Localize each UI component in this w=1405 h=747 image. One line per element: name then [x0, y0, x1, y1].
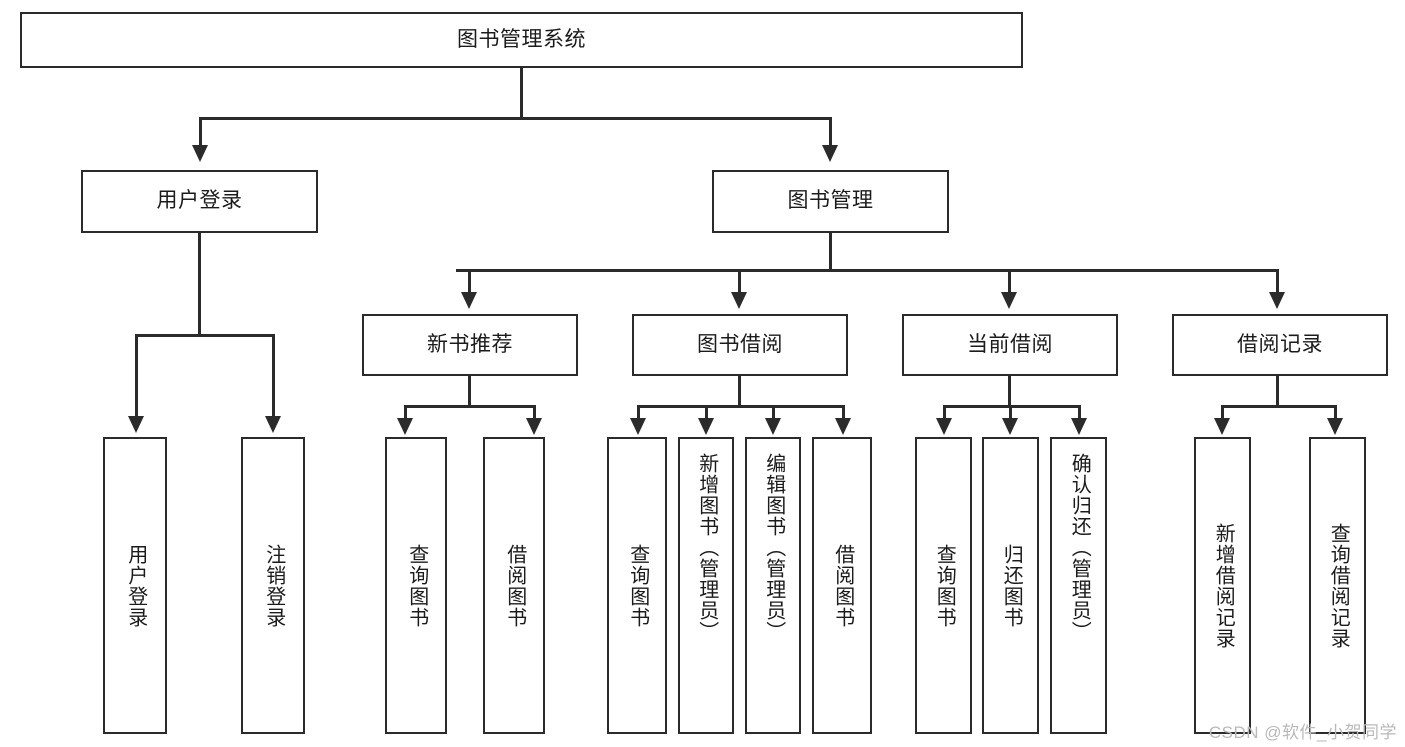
arrowhead-leaf-borrow-book-1 [526, 418, 542, 435]
arrowhead-leaf-add-book [698, 418, 714, 435]
edge-borrow-record-rail [1221, 405, 1336, 408]
arrowhead-leaf-query-book-2 [630, 418, 646, 435]
node-leaf-borrow-book-1[interactable]: 借阅图书 [483, 437, 545, 734]
arrowhead-borrow-record [1269, 292, 1285, 309]
arrowhead-book-manage [822, 145, 838, 162]
node-root[interactable]: 图书管理系统 [20, 12, 1023, 68]
node-leaf-borrow-book-2[interactable]: 借阅图书 [812, 437, 872, 734]
edge-book-manage-to-book-borrow [738, 269, 741, 294]
node-leaf-logout[interactable]: 注销登录 [241, 437, 305, 734]
node-book-manage-label: 图书管理 [787, 189, 874, 213]
edge-user-login-rail [135, 334, 274, 337]
node-leaf-edit-book-label: 编辑图书（管理员） [762, 453, 785, 642]
node-leaf-return-book-label: 归还图书 [1000, 543, 1023, 628]
node-leaf-query-record-label: 查询借阅记录 [1327, 522, 1350, 649]
node-leaf-logout-label: 注销登录 [262, 543, 285, 628]
edge-root-rail [199, 117, 831, 120]
node-new-book-rec[interactable]: 新书推荐 [362, 314, 578, 376]
arrowhead-leaf-user-login [128, 416, 144, 433]
arrowhead-new-book-rec [461, 292, 477, 309]
node-new-book-rec-label: 新书推荐 [427, 332, 513, 356]
node-leaf-query-book-3-label: 查询图书 [933, 543, 956, 628]
node-leaf-add-book[interactable]: 新增图书（管理员） [678, 437, 734, 734]
node-leaf-add-book-label: 新增图书（管理员） [695, 453, 718, 642]
edge-book-manage-to-new-book-rec [468, 269, 471, 294]
arrowhead-leaf-query-book-3 [936, 418, 952, 435]
edge-book-manage-to-borrow-record [1276, 269, 1279, 294]
edge-book-borrow-to-borrow-book [842, 405, 845, 420]
node-borrow-record[interactable]: 借阅记录 [1172, 314, 1388, 376]
edge-new-book-rec-to-query-book [404, 405, 407, 420]
node-leaf-user-login[interactable]: 用户登录 [103, 437, 167, 734]
node-root-label: 图书管理系统 [457, 27, 586, 51]
node-leaf-confirm-return-label: 确认归还（管理员） [1068, 453, 1091, 642]
arrowhead-leaf-borrow-book-2 [835, 418, 851, 435]
node-book-borrow[interactable]: 图书借阅 [632, 314, 848, 376]
edge-user-login-to-leaf-user-login [135, 334, 138, 418]
arrowhead-leaf-confirm-return [1071, 418, 1087, 435]
edge-root-to-book-manage [829, 117, 832, 147]
edge-borrow-record-to-query-record [1334, 405, 1337, 420]
node-leaf-return-book[interactable]: 归还图书 [982, 437, 1039, 734]
node-leaf-query-book-1[interactable]: 查询图书 [385, 437, 447, 734]
node-leaf-borrow-book-2-label: 借阅图书 [831, 543, 854, 628]
edge-user-login-stem [198, 233, 201, 336]
node-borrow-record-label: 借阅记录 [1237, 332, 1323, 356]
node-leaf-add-record-label: 新增借阅记录 [1212, 522, 1235, 649]
arrowhead-leaf-query-record [1327, 418, 1343, 435]
node-leaf-add-record[interactable]: 新增借阅记录 [1194, 437, 1251, 734]
node-leaf-user-login-label: 用户登录 [124, 543, 147, 628]
node-leaf-confirm-return[interactable]: 确认归还（管理员） [1050, 437, 1107, 734]
node-leaf-query-book-1-label: 查询图书 [405, 543, 428, 628]
edge-borrow-record-stem [1276, 376, 1279, 407]
node-current-borrow-label: 当前借阅 [967, 332, 1053, 356]
edge-book-manage-to-current-borrow [1008, 269, 1011, 294]
node-book-borrow-label: 图书借阅 [697, 332, 783, 356]
edge-current-borrow-rail [943, 405, 1080, 408]
edge-root-to-user-login [199, 117, 202, 147]
edge-current-borrow-stem [1008, 376, 1011, 407]
edge-new-book-rec-stem [468, 376, 471, 407]
edge-current-borrow-to-confirm-return [1078, 405, 1081, 420]
edge-book-manage-stem [829, 233, 832, 271]
arrowhead-leaf-return-book [1002, 418, 1018, 435]
edge-current-borrow-to-return-book [1009, 405, 1012, 420]
node-user-login[interactable]: 用户登录 [81, 170, 318, 233]
node-leaf-query-book-2-label: 查询图书 [626, 543, 649, 628]
arrowhead-leaf-edit-book [765, 418, 781, 435]
edge-borrow-record-to-add-record [1221, 405, 1224, 420]
node-leaf-borrow-book-1-label: 借阅图书 [503, 543, 526, 628]
node-leaf-query-book-3[interactable]: 查询图书 [915, 437, 972, 734]
node-leaf-edit-book[interactable]: 编辑图书（管理员） [745, 437, 801, 734]
edge-book-borrow-rail [637, 405, 844, 408]
edge-book-borrow-to-query-book [637, 405, 640, 420]
node-leaf-query-record[interactable]: 查询借阅记录 [1309, 437, 1366, 734]
arrowhead-user-login [192, 145, 208, 162]
arrowhead-leaf-add-record [1214, 418, 1230, 435]
node-book-manage[interactable]: 图书管理 [712, 170, 949, 233]
edge-current-borrow-to-query-book [943, 405, 946, 420]
node-leaf-query-book-2[interactable]: 查询图书 [607, 437, 667, 734]
node-current-borrow[interactable]: 当前借阅 [902, 314, 1118, 376]
arrowhead-current-borrow [1001, 292, 1017, 309]
arrowhead-leaf-logout [265, 416, 281, 433]
edge-new-book-rec-rail [404, 405, 535, 408]
edge-root-stem [520, 68, 523, 119]
edge-user-login-to-leaf-logout [272, 334, 275, 418]
edge-book-borrow-to-add-book [705, 405, 708, 420]
edge-book-manage-rail [456, 269, 1278, 272]
edge-new-book-rec-to-borrow-book [533, 405, 536, 420]
edge-book-borrow-to-edit-book [772, 405, 775, 420]
node-user-login-label: 用户登录 [156, 189, 243, 213]
arrowhead-leaf-query-book-1 [397, 418, 413, 435]
arrowhead-book-borrow [731, 292, 747, 309]
edge-book-borrow-stem [738, 376, 741, 407]
